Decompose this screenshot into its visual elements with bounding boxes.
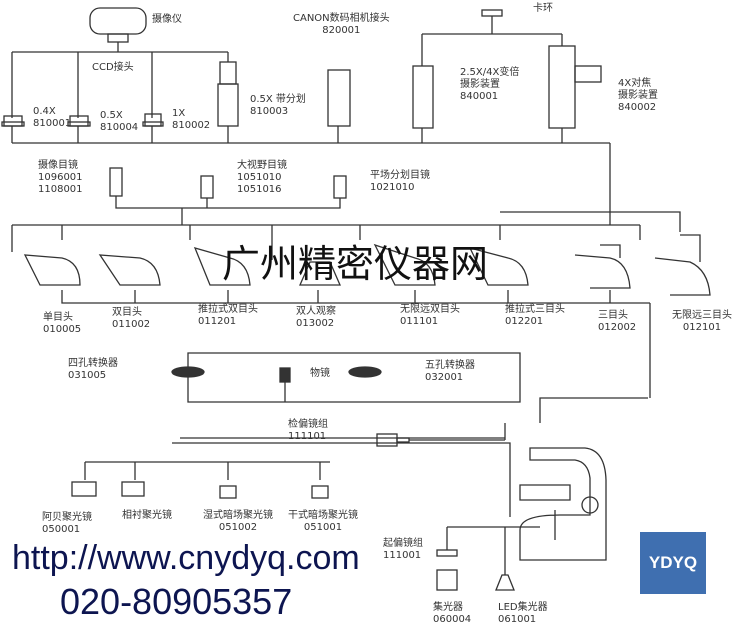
phase-condenser-icon	[121, 481, 145, 497]
reticle-eyepiece-icon	[333, 175, 347, 199]
camera-icon	[89, 7, 147, 35]
wide-eyepiece-icon	[200, 175, 214, 199]
watermark-url: http://www.cnydyq.com	[12, 539, 360, 577]
microscope-icon	[519, 447, 607, 561]
nosepiece-5-icon	[348, 366, 382, 378]
ydyq-logo: YDYQ	[640, 532, 706, 594]
pushpull-trinocular-head-icon	[468, 247, 529, 286]
analyzer-icon	[376, 433, 410, 447]
watermark-phone: 020-80905357	[60, 581, 293, 622]
objective-label: 物镜	[310, 368, 330, 379]
dual-view-head-icon	[299, 261, 341, 286]
pushpull-binocular-head-icon	[193, 247, 251, 286]
condenser-label: 相衬聚光镜	[122, 510, 172, 521]
dry-darkfield-condenser-icon	[311, 485, 329, 499]
wet-darkfield-condenser-icon	[219, 485, 237, 499]
focus-photo-device-icon	[548, 45, 602, 129]
camera-mount-icon	[107, 33, 129, 43]
polarizer-icon	[436, 549, 458, 557]
adapter-reticle-icon	[217, 61, 239, 127]
ccd-label: CCD接头	[92, 62, 134, 73]
infinity-trinocular-head-icon	[654, 234, 711, 296]
binocular-head-icon	[98, 254, 161, 286]
adapter-05x-icon	[67, 115, 91, 127]
collector-icon	[436, 569, 458, 591]
watermark-company: 广州精密仪器网	[222, 242, 489, 286]
abbe-condenser-icon	[71, 481, 97, 497]
objective-icon	[279, 367, 291, 383]
ring-label: 卡环	[533, 3, 553, 14]
trinocular-head-icon	[574, 244, 631, 289]
monocular-head-icon	[23, 254, 81, 286]
camera-eyepiece-icon	[109, 167, 123, 197]
adapter-1x-icon	[142, 113, 164, 127]
clamp-ring-icon	[481, 9, 503, 17]
nosepiece-4-icon	[171, 366, 205, 378]
infinity-binocular-head-icon	[373, 243, 436, 286]
led-collector-icon	[495, 574, 515, 591]
adapter-04x-icon	[1, 115, 25, 127]
canon-adapter-icon	[327, 69, 351, 127]
zoom-photo-device-icon	[412, 65, 434, 129]
camera-label: 摄像仪	[152, 14, 182, 25]
